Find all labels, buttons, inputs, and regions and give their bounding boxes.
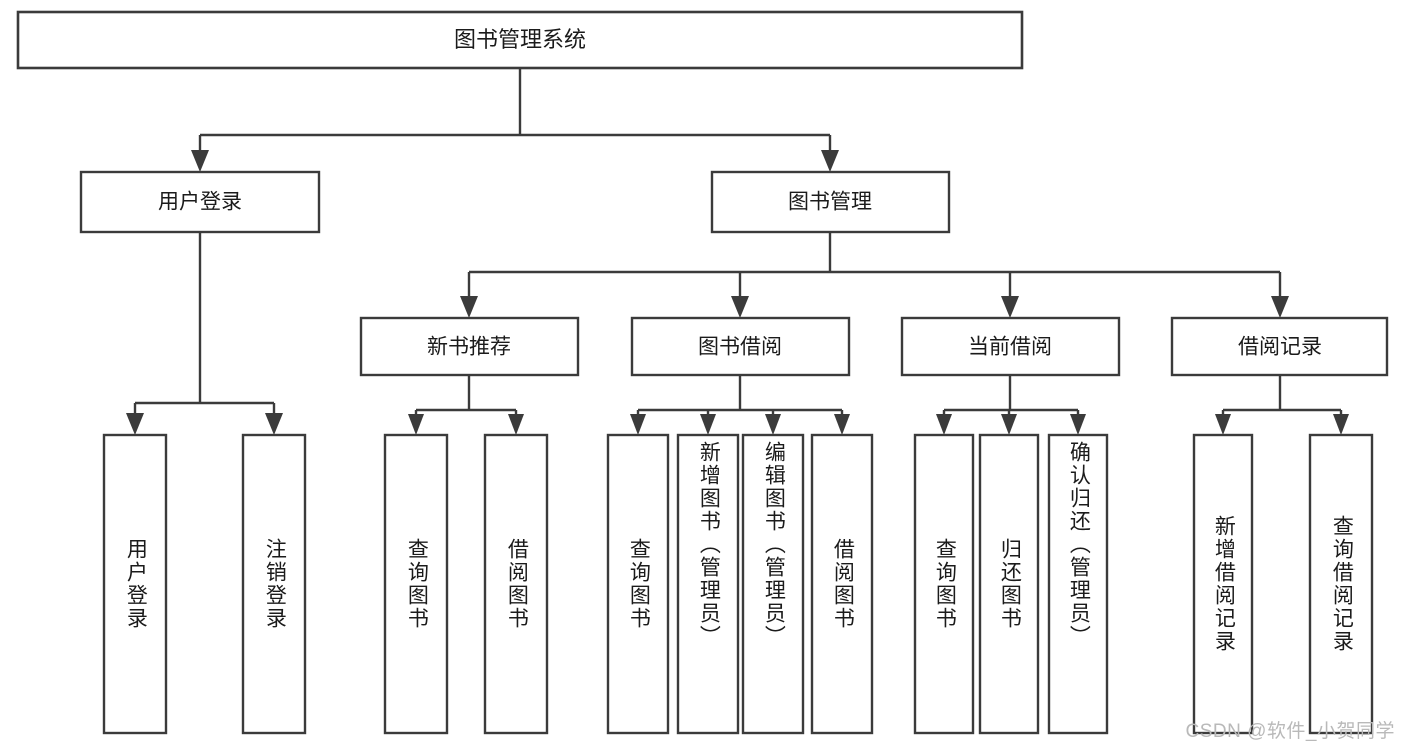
arrow-head-leaf-confirm-return-admin <box>1070 414 1086 435</box>
node-borrow-record-label: 借阅记录 <box>1238 336 1322 359</box>
node-user-login-label: 用户登录 <box>158 191 242 214</box>
csdn-watermark: CSDN @软件_小贺同学 <box>1185 721 1395 742</box>
arrow-head-leaf-add-borrow-record <box>1215 414 1231 435</box>
node-leaf-logout-login-rect[interactable] <box>241 433 307 735</box>
node-leaf-return-book-rect[interactable] <box>978 433 1040 735</box>
arrow-head-leaf-query-borrow-record <box>1333 414 1349 435</box>
arrow-head-leaf-user-login <box>126 413 144 435</box>
node-book-borrow-rect[interactable] <box>630 316 851 377</box>
node-book-borrow-label: 图书借阅 <box>698 336 782 359</box>
arrow-head-leaf-borrow-book <box>834 414 850 435</box>
arrow-head-new-book-recommend <box>460 296 478 318</box>
arrow-head-book-borrow <box>731 296 749 318</box>
node-leaf-borrow-book-recommend-rect[interactable] <box>483 433 549 735</box>
arrow-head-leaf-query-book-current <box>936 414 952 435</box>
arrow-head-book-management <box>821 150 839 172</box>
node-root-label: 图书管理系统 <box>454 27 586 52</box>
node-leaf-confirm-return-admin-rect[interactable] <box>1047 433 1109 735</box>
node-current-borrow-label: 当前借阅 <box>968 336 1052 359</box>
arrow-head-leaf-borrow-book-recommend <box>508 414 524 435</box>
node-leaf-query-book-borrow-rect[interactable] <box>606 433 670 735</box>
arrow-head-current-borrow <box>1001 296 1019 318</box>
node-root-rect[interactable] <box>16 10 1024 70</box>
arrow-head-leaf-query-book-recommend <box>408 414 424 435</box>
arrow-head-leaf-add-book-admin <box>700 414 716 435</box>
node-leaf-add-book-admin-rect[interactable] <box>676 433 740 735</box>
node-book-management-label: 图书管理 <box>788 191 872 214</box>
node-new-book-recommend-rect[interactable] <box>359 316 580 377</box>
node-user-login[interactable]: 用户登录 <box>79 170 321 234</box>
node-leaf-query-book-current-rect[interactable] <box>913 433 975 735</box>
arrow-head-leaf-return-book <box>1001 414 1017 435</box>
node-borrow-record-rect[interactable] <box>1170 316 1389 377</box>
node-book-management[interactable]: 图书管理 <box>710 170 951 234</box>
node-root[interactable]: 图书管理系统 <box>16 10 1024 70</box>
node-leaf-add-borrow-record-rect[interactable] <box>1192 433 1254 735</box>
arrow-head-leaf-logout-login <box>265 413 283 435</box>
arrow-head-borrow-record <box>1271 296 1289 318</box>
node-leaf-user-login-rect[interactable] <box>102 433 168 735</box>
node-current-borrow[interactable]: 当前借阅 <box>900 316 1121 377</box>
node-new-book-recommend-label: 新书推荐 <box>427 336 511 359</box>
node-new-book-recommend[interactable]: 新书推荐 <box>359 316 580 377</box>
node-leaf-edit-book-admin-rect[interactable] <box>741 433 805 735</box>
connector-layer <box>126 68 1349 435</box>
node-book-borrow[interactable]: 图书借阅 <box>630 316 851 377</box>
node-leaf-query-borrow-record-rect[interactable] <box>1308 433 1374 735</box>
arrow-head-leaf-edit-book-admin <box>765 414 781 435</box>
node-book-management-rect[interactable] <box>710 170 951 234</box>
arrow-head-user-login <box>191 150 209 172</box>
node-current-borrow-rect[interactable] <box>900 316 1121 377</box>
node-borrow-record[interactable]: 借阅记录 <box>1170 316 1389 377</box>
node-user-login-rect[interactable] <box>79 170 321 234</box>
arrow-head-leaf-query-book-borrow <box>630 414 646 435</box>
node-layer: 图书管理系统 用户登录 图书管理 新书推荐 图书借阅 <box>16 10 1389 735</box>
node-leaf-query-book-recommend-rect[interactable] <box>383 433 449 735</box>
node-leaf-borrow-book-rect[interactable] <box>810 433 874 735</box>
